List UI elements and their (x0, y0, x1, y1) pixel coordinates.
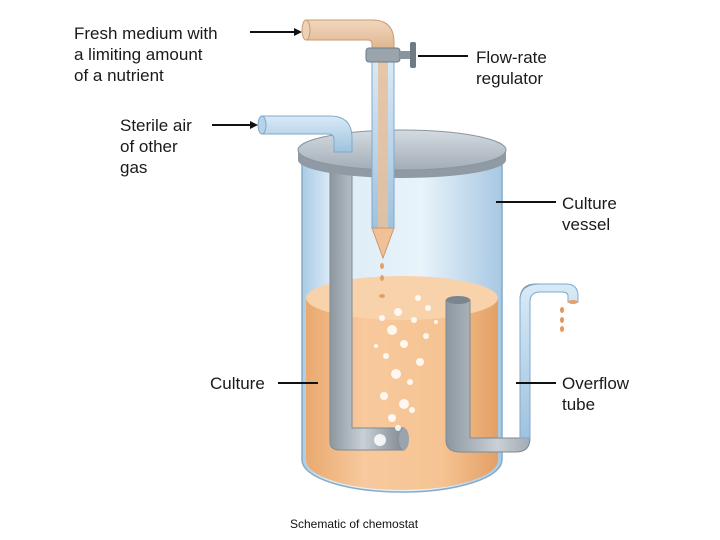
culture-sampling-tube (329, 147, 405, 451)
label-overflow-tube: Overflow tube (562, 374, 630, 414)
figure-caption: Schematic of chemostat (290, 517, 419, 531)
flow-rate-regulator-valve (365, 42, 416, 68)
overflow-tube (445, 283, 561, 453)
overflow-outlet (519, 283, 579, 439)
label-culture-vessel: Culture vessel (562, 194, 617, 234)
sterile-air-pipe (261, 115, 353, 153)
vessel-lid-top (297, 129, 507, 171)
label-fresh-medium: Fresh medium with a limiting amount of a… (74, 24, 218, 85)
label-leaders (212, 28, 556, 384)
overflow-drop (560, 307, 564, 313)
air-bubbles (374, 295, 438, 446)
label-culture: Culture (210, 374, 265, 393)
medium-drops (379, 263, 385, 298)
medium-feed-nozzle (371, 227, 395, 260)
label-sterile-air: Sterile air of other gas (120, 116, 192, 177)
label-flow-rate-regulator: Flow-rate regulator (476, 48, 547, 88)
